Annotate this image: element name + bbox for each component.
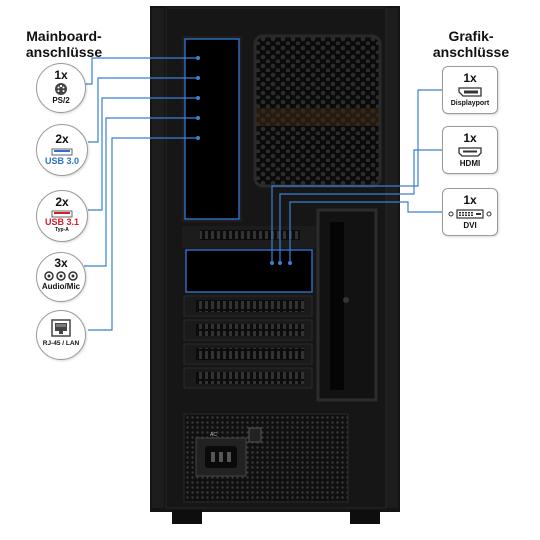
- hdmi-count: 1x: [463, 131, 477, 145]
- io-shield-highlight: [184, 38, 240, 220]
- usb31-label: USB 3.1: [44, 217, 79, 227]
- hdmi-port-icon: [458, 147, 482, 157]
- graphics-heading-line1: Grafik-: [448, 28, 494, 44]
- dvi-port-icon: [448, 209, 492, 219]
- mainboard-heading-line1: Mainboard-: [26, 28, 102, 44]
- displayport-badge: 1x Displayport: [442, 66, 498, 114]
- displayport-icon: [458, 87, 482, 97]
- usb30-count: 2x: [55, 132, 69, 146]
- hdmi-label: HDMI: [459, 159, 481, 168]
- lan-port-badge: RJ-45 / LAN: [36, 310, 86, 360]
- psu-switch: [248, 427, 262, 443]
- audio-jacks-icon: [44, 271, 78, 281]
- ps2-label: PS/2: [52, 96, 70, 105]
- audio-count: 3x: [54, 256, 68, 270]
- graphics-ports-heading: Grafik- anschlüsse: [426, 28, 516, 60]
- dvi-badge: 1x DVI: [442, 188, 498, 236]
- usb-a-red-icon: [51, 210, 73, 218]
- audio-port-badge: 3x Audio/Mic: [36, 252, 86, 302]
- ps2-connector-icon: [55, 83, 67, 95]
- usb30-port-badge: 2x USB 3.0: [36, 124, 88, 176]
- case-foot-left: [172, 510, 202, 524]
- mainboard-heading-line2: anschlüsse: [25, 44, 103, 60]
- displayport-label: Displayport: [450, 100, 490, 107]
- mainboard-callout-dots: [196, 56, 200, 140]
- graphics-heading-line2: anschlüsse: [432, 44, 510, 60]
- ps2-count: 1x: [54, 68, 68, 82]
- dvi-count: 1x: [463, 193, 477, 207]
- lan-label: RJ-45 / LAN: [42, 340, 80, 347]
- graphics-callout-dots: [270, 261, 292, 265]
- graphics-callout-lines: [271, 89, 442, 262]
- ps2-port-badge: 1x PS/2: [36, 63, 86, 113]
- usb30-label: USB 3.0: [44, 156, 79, 166]
- dvi-label: DVI: [463, 221, 477, 230]
- psu-label: AC: [210, 432, 217, 438]
- displayport-count: 1x: [463, 71, 477, 85]
- gpu-bracket-highlight: [185, 249, 313, 293]
- case-foot-right: [350, 510, 380, 524]
- mainboard-ports-heading: Mainboard- anschlüsse: [22, 28, 106, 60]
- mainboard-callout-lines: [84, 57, 198, 331]
- ethernet-port-icon: [51, 319, 71, 337]
- usb31-port-badge: 2x USB 3.1 Typ-A: [36, 190, 88, 242]
- usb-a-blue-icon: [51, 148, 73, 156]
- audio-label: Audio/Mic: [41, 282, 81, 291]
- usb31-sublabel: Typ-A: [55, 227, 69, 233]
- hdmi-badge: 1x HDMI: [442, 126, 498, 174]
- usb31-count: 2x: [55, 195, 69, 209]
- vertical-gpu-bracket: [316, 208, 378, 402]
